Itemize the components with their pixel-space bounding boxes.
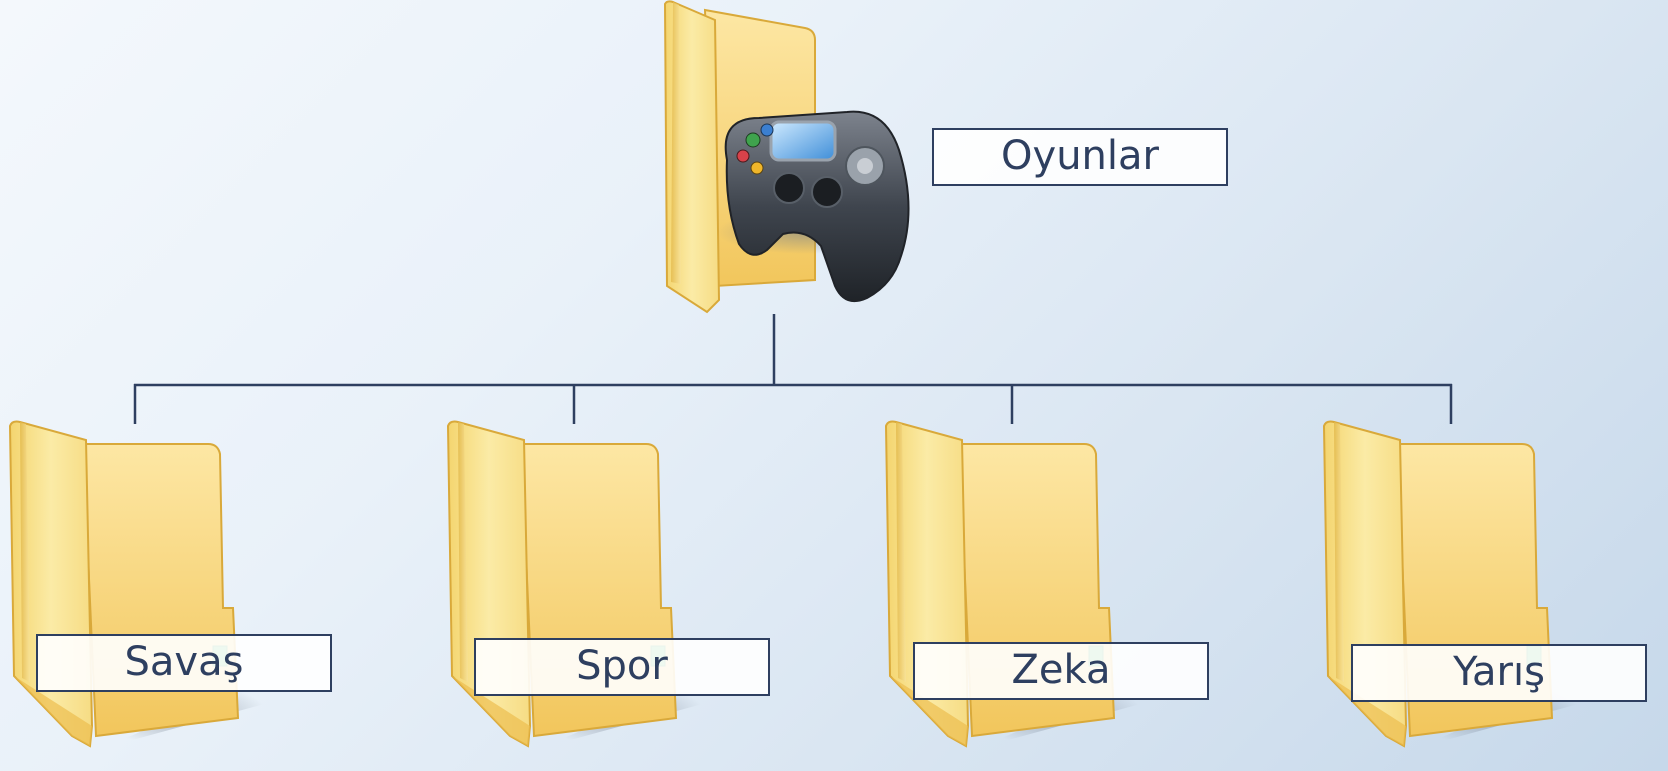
folder-label-savas: Savaş [36, 634, 332, 692]
folder-label-zeka: Zeka [913, 642, 1209, 700]
folder-icon[interactable] [1322, 418, 1592, 758]
folder-label-yaris: Yarış [1351, 644, 1647, 702]
game-controller-folder-icon[interactable] [655, 0, 915, 320]
root-folder-label: Oyunlar [932, 128, 1228, 186]
folder-label-spor: Spor [474, 638, 770, 696]
folder-icon[interactable] [884, 418, 1154, 758]
folder-icon[interactable] [8, 418, 278, 758]
gamepad-graphic [717, 110, 910, 302]
folder-icon[interactable] [446, 418, 716, 758]
